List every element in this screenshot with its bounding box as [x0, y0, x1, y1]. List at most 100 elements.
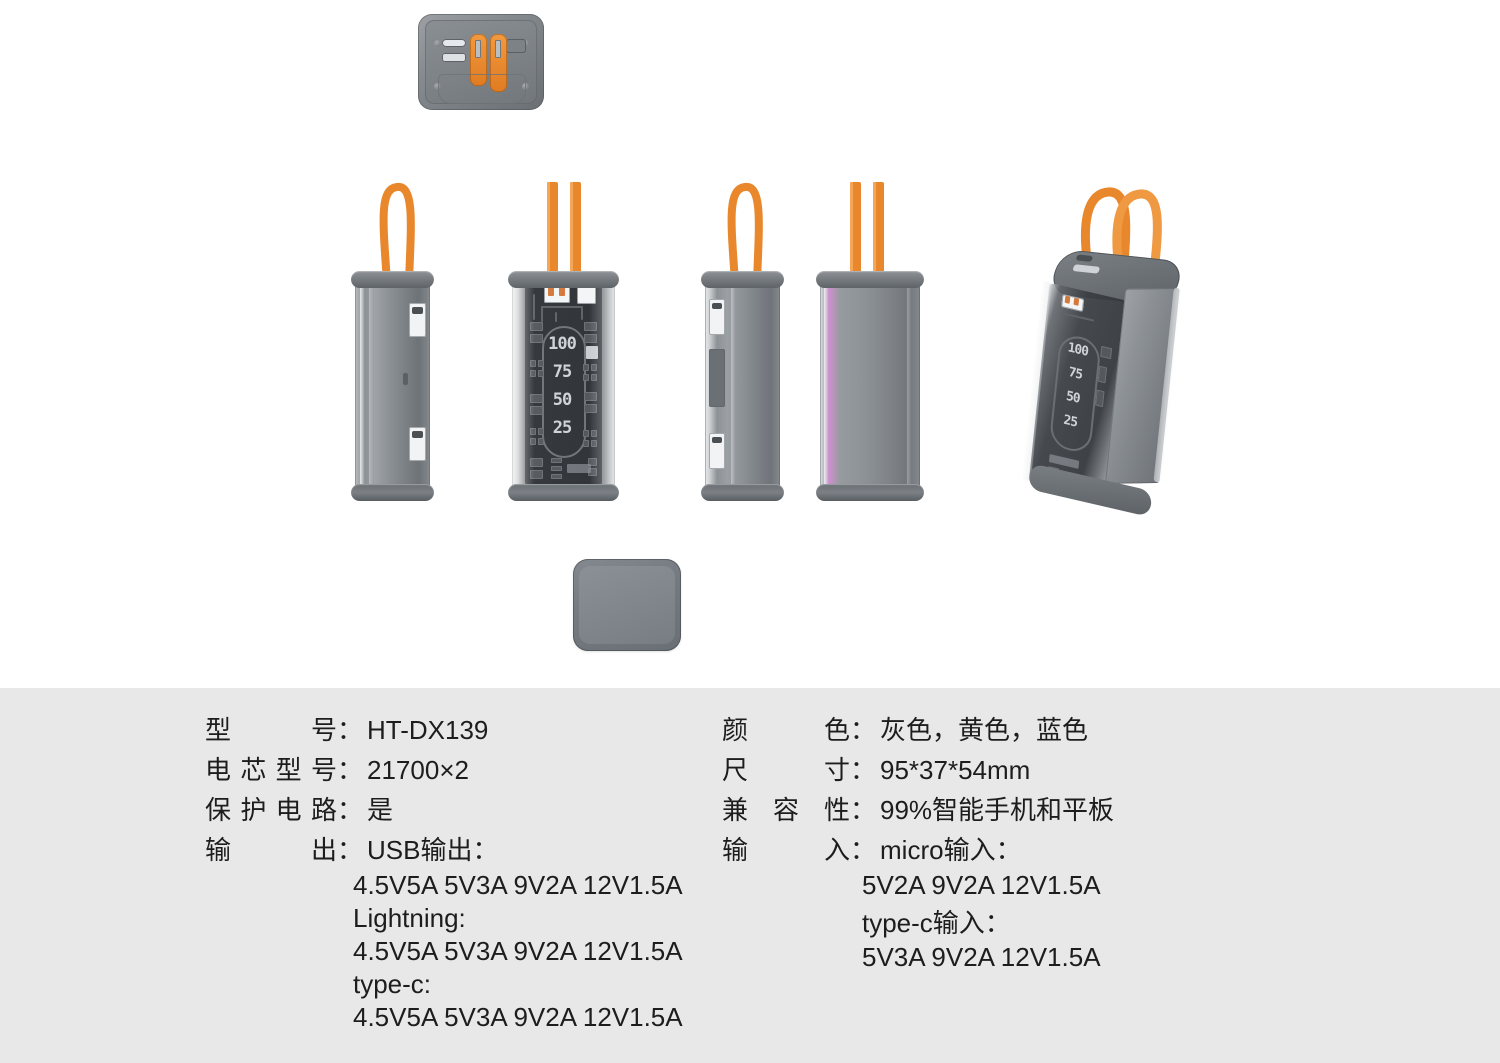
spec-row-compatibility: 兼容性 ： 99%智能手机和平板: [722, 790, 1114, 827]
side-view-ports: [701, 183, 784, 501]
pcb-chip: [586, 346, 598, 359]
body-highlight-rail: [907, 281, 911, 491]
perspective-view: 100 75 50 25: [1020, 180, 1212, 518]
spec-label-color: 颜色: [722, 715, 850, 745]
pcb-chip: [530, 406, 543, 415]
pcb-chip: [591, 374, 597, 381]
pcb-chip: [530, 394, 543, 403]
pcb-chip: [551, 458, 562, 463]
pcb-chip: [538, 370, 544, 377]
internal-pcb-view: 100 75 50 25: [508, 182, 619, 501]
end-cap-face: [579, 566, 675, 644]
device-cap-bottom: [701, 484, 784, 501]
body-highlight-rail: [731, 281, 735, 491]
orange-hinge-right: [490, 34, 507, 92]
spec-row-color: 颜色 ： 灰色，黄色，蓝色: [722, 710, 1114, 747]
device-cap-top: [351, 271, 434, 288]
spec-row-size: 尺寸 ： 95*37*54mm: [722, 750, 1114, 787]
port-slot: [712, 437, 722, 443]
pcb-chip: [591, 430, 597, 437]
spec-label-input: 输入: [722, 835, 850, 865]
pcb-chip: [583, 430, 589, 437]
orange-strap-pair: [848, 182, 892, 282]
usb-c-port-icon: [442, 39, 466, 47]
spec-colon: ：: [850, 715, 877, 745]
pcb-chip: [551, 474, 562, 479]
spec-value-color: 灰色，黄色，蓝色: [880, 715, 1089, 745]
pcb-chip: [1095, 389, 1105, 408]
pcb-trace: [555, 312, 557, 322]
pcb-chip: [583, 440, 589, 447]
pcb-chip: [583, 364, 589, 371]
port-window-mid: [709, 349, 725, 407]
spec-row-protection: 保护电路 ： 是: [205, 790, 683, 827]
side-view-closed: [351, 183, 434, 501]
pcb-pad: [567, 464, 591, 473]
spec-label-output: 输出: [205, 835, 337, 865]
spec-label-model: 型号: [205, 715, 337, 745]
device-body: [820, 277, 920, 495]
pcb-chip: [530, 360, 536, 367]
connector-pin: [1073, 297, 1080, 306]
spec-value-size: 95*37*54mm: [880, 755, 1031, 785]
pcb-trace: [533, 294, 535, 320]
body-highlight-rail: [824, 281, 828, 491]
product-image-area: 100 75 50 25: [351, 14, 1212, 651]
spec-colon: ：: [337, 755, 364, 785]
pcb-chip: [538, 360, 544, 367]
ic-module: [577, 286, 596, 304]
port-slot: [412, 307, 423, 314]
pcb-board: 100 75 50 25: [525, 282, 602, 485]
output-lightning-rating: 4.5V5A 5V3A 9V2A 12V1.5A: [353, 936, 683, 966]
device-cap-top: [816, 271, 924, 288]
spec-row-cell-model: 电芯型号 ： 21700×2: [205, 750, 683, 787]
pcb-chip: [530, 428, 536, 435]
spec-column-left: 型号 ： HT-DX139 电芯型号 ： 21700×2 保护电路 ： 是 输出…: [205, 710, 683, 1035]
body-highlight-rail: [369, 281, 373, 491]
pcb-chip: [538, 428, 544, 435]
spec-colon: ：: [337, 795, 364, 825]
spec-label-protection: 保护电路: [205, 795, 337, 825]
spec-colon: ：: [850, 795, 877, 825]
orange-cable-loop: [363, 177, 433, 286]
spec-row-input: 输入 ： micro输入：: [722, 830, 1114, 867]
specification-area: 型号 ： HT-DX139 电芯型号 ： 21700×2 保护电路 ： 是 输出…: [0, 688, 1500, 1063]
spec-value-protection: 是: [367, 795, 394, 825]
pcb-trace: [1060, 311, 1095, 322]
spec-value-model: HT-DX139: [367, 715, 489, 745]
output-typec-rating: 4.5V5A 5V3A 9V2A 12V1.5A: [353, 1002, 683, 1032]
spec-label-size: 尺寸: [722, 755, 850, 785]
pcb-chip: [530, 438, 536, 445]
indicator-window: [506, 39, 526, 53]
adapter-tray-outline: [438, 74, 526, 104]
usb-a-port-icon: [442, 53, 466, 62]
screw-icon: [434, 83, 441, 90]
connector-pin: [1064, 295, 1071, 304]
plug-prong-right: [495, 40, 501, 58]
pcb-chip: [591, 364, 597, 371]
spec-value-output: USB输出：: [367, 835, 499, 865]
pcb-chip: [584, 334, 597, 343]
spec-colon: ：: [850, 835, 877, 865]
battery-level-75: 75: [552, 362, 572, 382]
pcb-chip: [584, 392, 597, 401]
device-cap-top: [508, 271, 619, 288]
pcb-trace: [541, 306, 583, 308]
device-body-3d: 100 75 50 25: [1018, 248, 1192, 518]
pcb-chip: [530, 334, 543, 343]
input-typec-label: type-c输入：: [862, 908, 1011, 938]
pcb-chip: [584, 322, 597, 331]
pcb-chip: [538, 438, 544, 445]
orange-strap-pair: [545, 182, 589, 282]
battery-level-100: 100: [548, 334, 577, 354]
battery-level-50: 50: [552, 390, 572, 410]
spec-row-output: 输出 ： USB输出：: [205, 830, 683, 867]
spec-colon: ：: [337, 835, 364, 865]
output-typec-label: type-c:: [353, 969, 432, 999]
pcb-chip: [591, 440, 597, 447]
pcb-chip: [530, 322, 543, 331]
spec-label-cell-model: 电芯型号: [205, 755, 337, 785]
output-lightning-label: Lightning:: [353, 903, 466, 933]
pcb-chip: [530, 458, 543, 467]
